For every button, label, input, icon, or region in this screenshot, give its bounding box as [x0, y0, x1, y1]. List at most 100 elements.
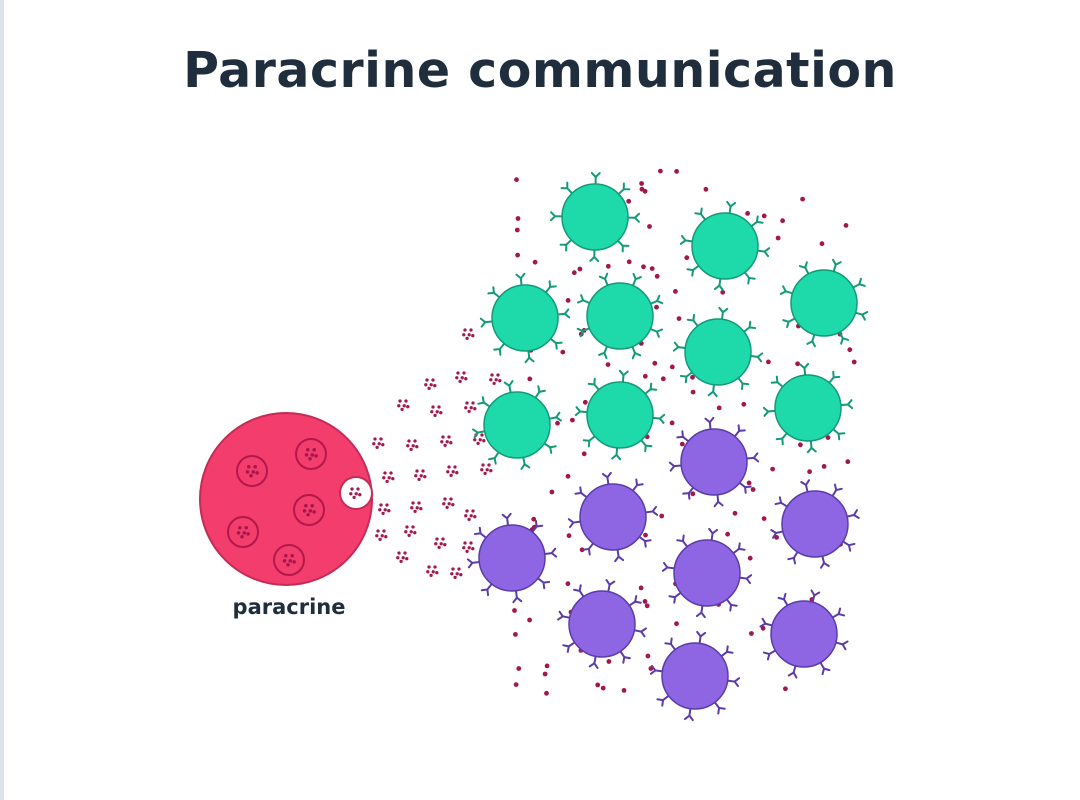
signal-molecule	[582, 399, 588, 405]
page-title: Paracrine communication	[183, 42, 897, 99]
signal-molecule	[660, 376, 666, 382]
target-cell	[649, 630, 741, 722]
molecule-cluster	[396, 551, 409, 564]
signal-molecule	[516, 666, 522, 671]
signal-molecule	[775, 235, 781, 241]
signal-molecule	[649, 266, 655, 271]
target-cell	[567, 471, 659, 563]
paracrine-cell-body	[199, 412, 373, 586]
signal-molecule	[595, 682, 601, 688]
signal-molecule	[626, 198, 632, 204]
receptor-cell	[574, 369, 666, 461]
molecule-cluster	[462, 328, 475, 341]
signal-molecule	[643, 532, 648, 538]
signal-molecule	[684, 255, 690, 261]
signal-molecule	[798, 442, 803, 448]
signal-molecule	[725, 531, 730, 537]
signal-molecule	[716, 405, 722, 411]
molecule-cluster	[450, 567, 463, 580]
secretory-vesicle	[293, 494, 325, 526]
signal-molecule	[532, 259, 538, 265]
signal-molecule	[761, 516, 767, 521]
signal-molecule	[571, 270, 577, 276]
signal-molecule	[527, 376, 533, 382]
signal-molecule	[674, 169, 679, 174]
molecule-cluster	[434, 537, 447, 550]
signal-molecule	[600, 685, 606, 691]
signal-molecule	[783, 686, 788, 692]
signal-molecule	[621, 688, 627, 693]
signal-molecule	[766, 359, 771, 365]
signal-molecule	[800, 196, 805, 202]
signal-molecule	[674, 621, 679, 627]
signal-molecule	[639, 181, 644, 186]
vesicle-molecules	[304, 448, 318, 461]
receptor-cell	[479, 272, 571, 364]
signal-molecule	[749, 631, 754, 636]
molecule-cluster	[489, 373, 502, 386]
signal-molecule	[703, 186, 709, 192]
signal-molecule	[669, 420, 675, 426]
receptor-cell	[576, 272, 664, 360]
signal-molecule	[647, 224, 652, 229]
signal-molecule	[605, 263, 611, 269]
signal-molecule	[566, 533, 572, 539]
signal-molecule	[795, 361, 800, 367]
signal-molecule	[654, 304, 659, 310]
molecule-cluster	[464, 401, 477, 414]
signal-molecule	[843, 223, 849, 228]
secretory-vesicle	[227, 516, 259, 548]
receptor-cell	[549, 171, 641, 263]
vesicle-molecules	[236, 526, 250, 539]
signal-molecule	[565, 473, 571, 479]
target-cell	[759, 589, 849, 679]
target-cell	[668, 416, 760, 508]
signal-molecule	[690, 491, 696, 497]
signal-molecule	[658, 168, 663, 174]
signal-molecule	[673, 289, 678, 294]
signal-molecule	[676, 316, 682, 321]
signal-molecule	[513, 632, 518, 637]
signal-molecule	[638, 585, 644, 591]
signal-molecule	[641, 264, 646, 270]
molecule-cluster	[446, 465, 459, 478]
molecule-cluster	[440, 435, 453, 448]
signal-molecule	[579, 547, 585, 553]
target-cell	[557, 579, 647, 669]
signal-molecule	[514, 227, 520, 233]
signal-molecule	[741, 401, 747, 407]
signal-molecule	[654, 273, 660, 279]
molecule-cluster	[430, 405, 443, 418]
signal-molecule	[644, 603, 650, 609]
signal-molecule	[560, 349, 566, 355]
signal-molecule	[514, 177, 519, 183]
signal-molecule	[745, 211, 750, 216]
vesicle-molecules	[245, 465, 259, 478]
receptor-cell	[679, 200, 771, 292]
molecule-cluster	[442, 497, 455, 510]
signal-molecule	[527, 617, 532, 623]
signal-molecule	[581, 451, 587, 457]
nearby-cells	[466, 171, 869, 722]
signal-molecule	[565, 581, 571, 587]
signal-molecule	[679, 441, 685, 447]
signal-molecule	[626, 259, 632, 265]
signal-molecule	[515, 216, 521, 221]
molecule-cluster	[480, 463, 493, 476]
exocytosis-vesicle	[339, 476, 373, 510]
target-cell	[770, 479, 860, 569]
paracrine-cell	[199, 412, 373, 586]
signal-molecule	[747, 555, 753, 561]
receptor-cell	[672, 306, 764, 398]
signal-molecule	[845, 459, 851, 465]
molecule-cluster	[464, 509, 477, 522]
signal-molecule	[760, 625, 766, 631]
molecule-cluster	[462, 541, 475, 554]
signal-molecule	[565, 298, 571, 303]
target-cell	[661, 527, 753, 619]
molecule-cluster	[397, 399, 410, 412]
signal-molecule	[847, 347, 853, 353]
signal-molecule	[761, 213, 767, 219]
signal-molecule	[513, 682, 519, 687]
